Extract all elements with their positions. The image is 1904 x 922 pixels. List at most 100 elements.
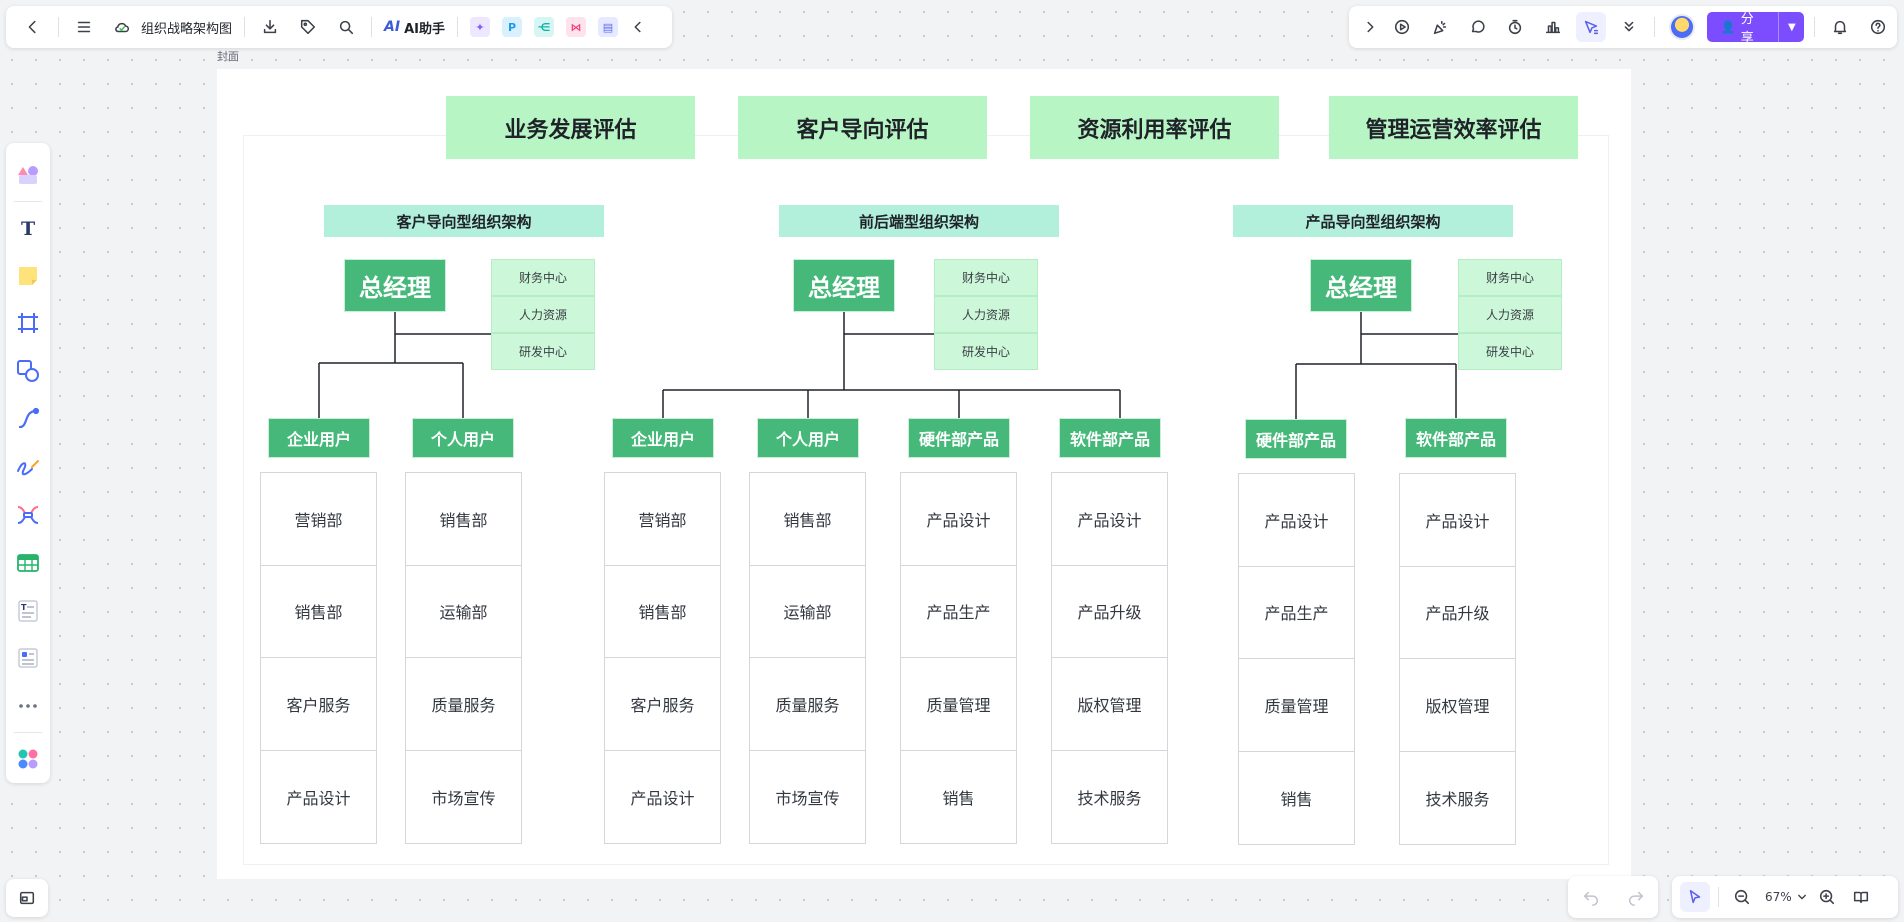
more-tools-icon[interactable]: [12, 690, 44, 722]
evaluation-box[interactable]: 资源利用率评估: [1030, 96, 1279, 159]
section-title[interactable]: 产品导向型组织架构: [1233, 205, 1513, 237]
branch-node[interactable]: 个人用户: [757, 418, 859, 458]
department-cell[interactable]: 营销部: [605, 473, 720, 566]
department-cell[interactable]: 产品升级: [1052, 566, 1167, 658]
book-view-icon[interactable]: [1846, 882, 1876, 912]
ai-assistant-button[interactable]: AI AI助手: [384, 18, 445, 37]
branch-node[interactable]: 企业用户: [268, 418, 370, 458]
department-cell[interactable]: 产品生产: [1239, 567, 1354, 659]
support-item[interactable]: 研发中心: [1458, 333, 1562, 370]
zoom-level[interactable]: 67%: [1765, 890, 1792, 904]
department-cell[interactable]: 市场宣传: [775, 788, 840, 808]
comment-icon[interactable]: [1463, 12, 1493, 42]
image-ai-icon[interactable]: ✦: [469, 17, 490, 37]
department-cell[interactable]: 质量服务: [406, 658, 521, 751]
templates-icon[interactable]: [12, 159, 44, 191]
vote-icon[interactable]: [1538, 12, 1568, 42]
p-app-icon[interactable]: P: [501, 17, 522, 37]
search-icon[interactable]: [331, 12, 361, 42]
mindmap-icon[interactable]: ⋲: [533, 17, 554, 37]
zoom-dropdown-icon[interactable]: [1794, 882, 1810, 912]
department-cell[interactable]: 销售部: [261, 566, 376, 658]
general-manager-node[interactable]: 总经理: [793, 259, 895, 312]
support-item[interactable]: 人力资源: [491, 296, 595, 333]
share-dropdown-icon[interactable]: ▼: [1778, 12, 1804, 42]
help-icon[interactable]: [1863, 12, 1893, 42]
general-manager-node[interactable]: 总经理: [1310, 259, 1412, 312]
download-icon[interactable]: [255, 12, 285, 42]
department-cell[interactable]: 产品生产: [901, 566, 1016, 658]
department-cell[interactable]: 质量服务: [750, 658, 865, 751]
frame-tool-icon[interactable]: [12, 308, 44, 340]
branch-node[interactable]: 硬件部产品: [908, 418, 1010, 458]
support-item[interactable]: 财务中心: [491, 259, 595, 296]
branch-node[interactable]: 个人用户: [412, 418, 514, 458]
sticky-note-icon[interactable]: [12, 260, 44, 292]
department-cell[interactable]: 运输部: [750, 566, 865, 658]
section-title[interactable]: 前后端型组织架构: [779, 205, 1059, 237]
text-box-tool-icon[interactable]: T: [12, 595, 44, 627]
frame-label[interactable]: 封面: [217, 50, 239, 63]
expand-chevron-icon[interactable]: [1361, 12, 1379, 42]
user-avatar[interactable]: [1668, 14, 1695, 40]
department-cell[interactable]: 客户服务: [261, 658, 376, 751]
zoom-in-icon[interactable]: [1812, 882, 1842, 912]
zoom-out-icon[interactable]: [1727, 882, 1757, 912]
department-cell[interactable]: 产品设计: [286, 788, 351, 808]
connector-tool-icon[interactable]: [12, 403, 44, 435]
evaluation-box[interactable]: 业务发展评估: [446, 96, 695, 159]
document-title[interactable]: 组织战略架构图: [141, 21, 233, 37]
department-cell[interactable]: 销售: [1280, 789, 1313, 809]
menu-icon[interactable]: [69, 12, 99, 42]
department-cell[interactable]: 产品设计: [630, 788, 695, 808]
shape-tool-icon[interactable]: [12, 355, 44, 387]
branch-node[interactable]: 软件部产品: [1059, 418, 1161, 458]
support-item[interactable]: 财务中心: [934, 259, 1038, 296]
department-cell[interactable]: 营销部: [261, 473, 376, 566]
select-pointer-icon[interactable]: [1680, 882, 1710, 912]
celebrate-icon[interactable]: [1425, 12, 1455, 42]
department-cell[interactable]: 客户服务: [605, 658, 720, 751]
follow-cursor-icon[interactable]: [1576, 12, 1607, 42]
department-cell[interactable]: 产品升级: [1400, 567, 1515, 659]
department-cell[interactable]: 市场宣传: [431, 788, 496, 808]
share-button[interactable]: 👤分享 ▼: [1706, 12, 1805, 46]
comment-app-icon[interactable]: ▤: [597, 17, 618, 37]
collapse-chevron-icon[interactable]: [628, 12, 648, 42]
back-icon[interactable]: [18, 12, 48, 42]
flowchart-icon[interactable]: ⋈: [565, 17, 586, 37]
undo-icon[interactable]: [1576, 882, 1606, 912]
minimap-toggle[interactable]: [6, 879, 48, 917]
department-cell[interactable]: 版权管理: [1400, 659, 1515, 752]
redo-icon[interactable]: [1621, 882, 1651, 912]
support-item[interactable]: 财务中心: [1458, 259, 1562, 296]
department-cell[interactable]: 质量管理: [1239, 659, 1354, 752]
department-cell[interactable]: 运输部: [406, 566, 521, 658]
bell-icon[interactable]: [1825, 12, 1855, 42]
support-item[interactable]: 人力资源: [934, 296, 1038, 333]
department-cell[interactable]: 产品设计: [1052, 473, 1167, 566]
department-cell[interactable]: 技术服务: [1425, 789, 1490, 809]
branch-node[interactable]: 企业用户: [612, 418, 714, 458]
more-chevron-icon[interactable]: [1614, 12, 1644, 42]
department-cell[interactable]: 产品设计: [1239, 474, 1354, 567]
support-item[interactable]: 研发中心: [491, 333, 595, 370]
department-cell[interactable]: 版权管理: [1052, 658, 1167, 751]
general-manager-node[interactable]: 总经理: [344, 259, 446, 312]
text-tool-icon[interactable]: T: [12, 212, 44, 244]
apps-icon[interactable]: [12, 743, 44, 775]
branch-node[interactable]: 软件部产品: [1405, 418, 1507, 458]
department-cell[interactable]: 销售部: [750, 473, 865, 566]
department-cell[interactable]: 技术服务: [1077, 788, 1142, 808]
branch-node[interactable]: 硬件部产品: [1245, 419, 1347, 459]
pen-tool-icon[interactable]: [12, 451, 44, 483]
department-cell[interactable]: 产品设计: [1400, 474, 1515, 567]
tag-icon[interactable]: [293, 12, 323, 42]
mindmap-tool-icon[interactable]: [12, 499, 44, 531]
section-title[interactable]: 客户导向型组织架构: [324, 205, 604, 237]
evaluation-box[interactable]: 管理运营效率评估: [1329, 96, 1578, 159]
list-tool-icon[interactable]: [12, 642, 44, 674]
table-tool-icon[interactable]: [12, 547, 44, 579]
department-cell[interactable]: 销售部: [406, 473, 521, 566]
support-item[interactable]: 研发中心: [934, 333, 1038, 370]
